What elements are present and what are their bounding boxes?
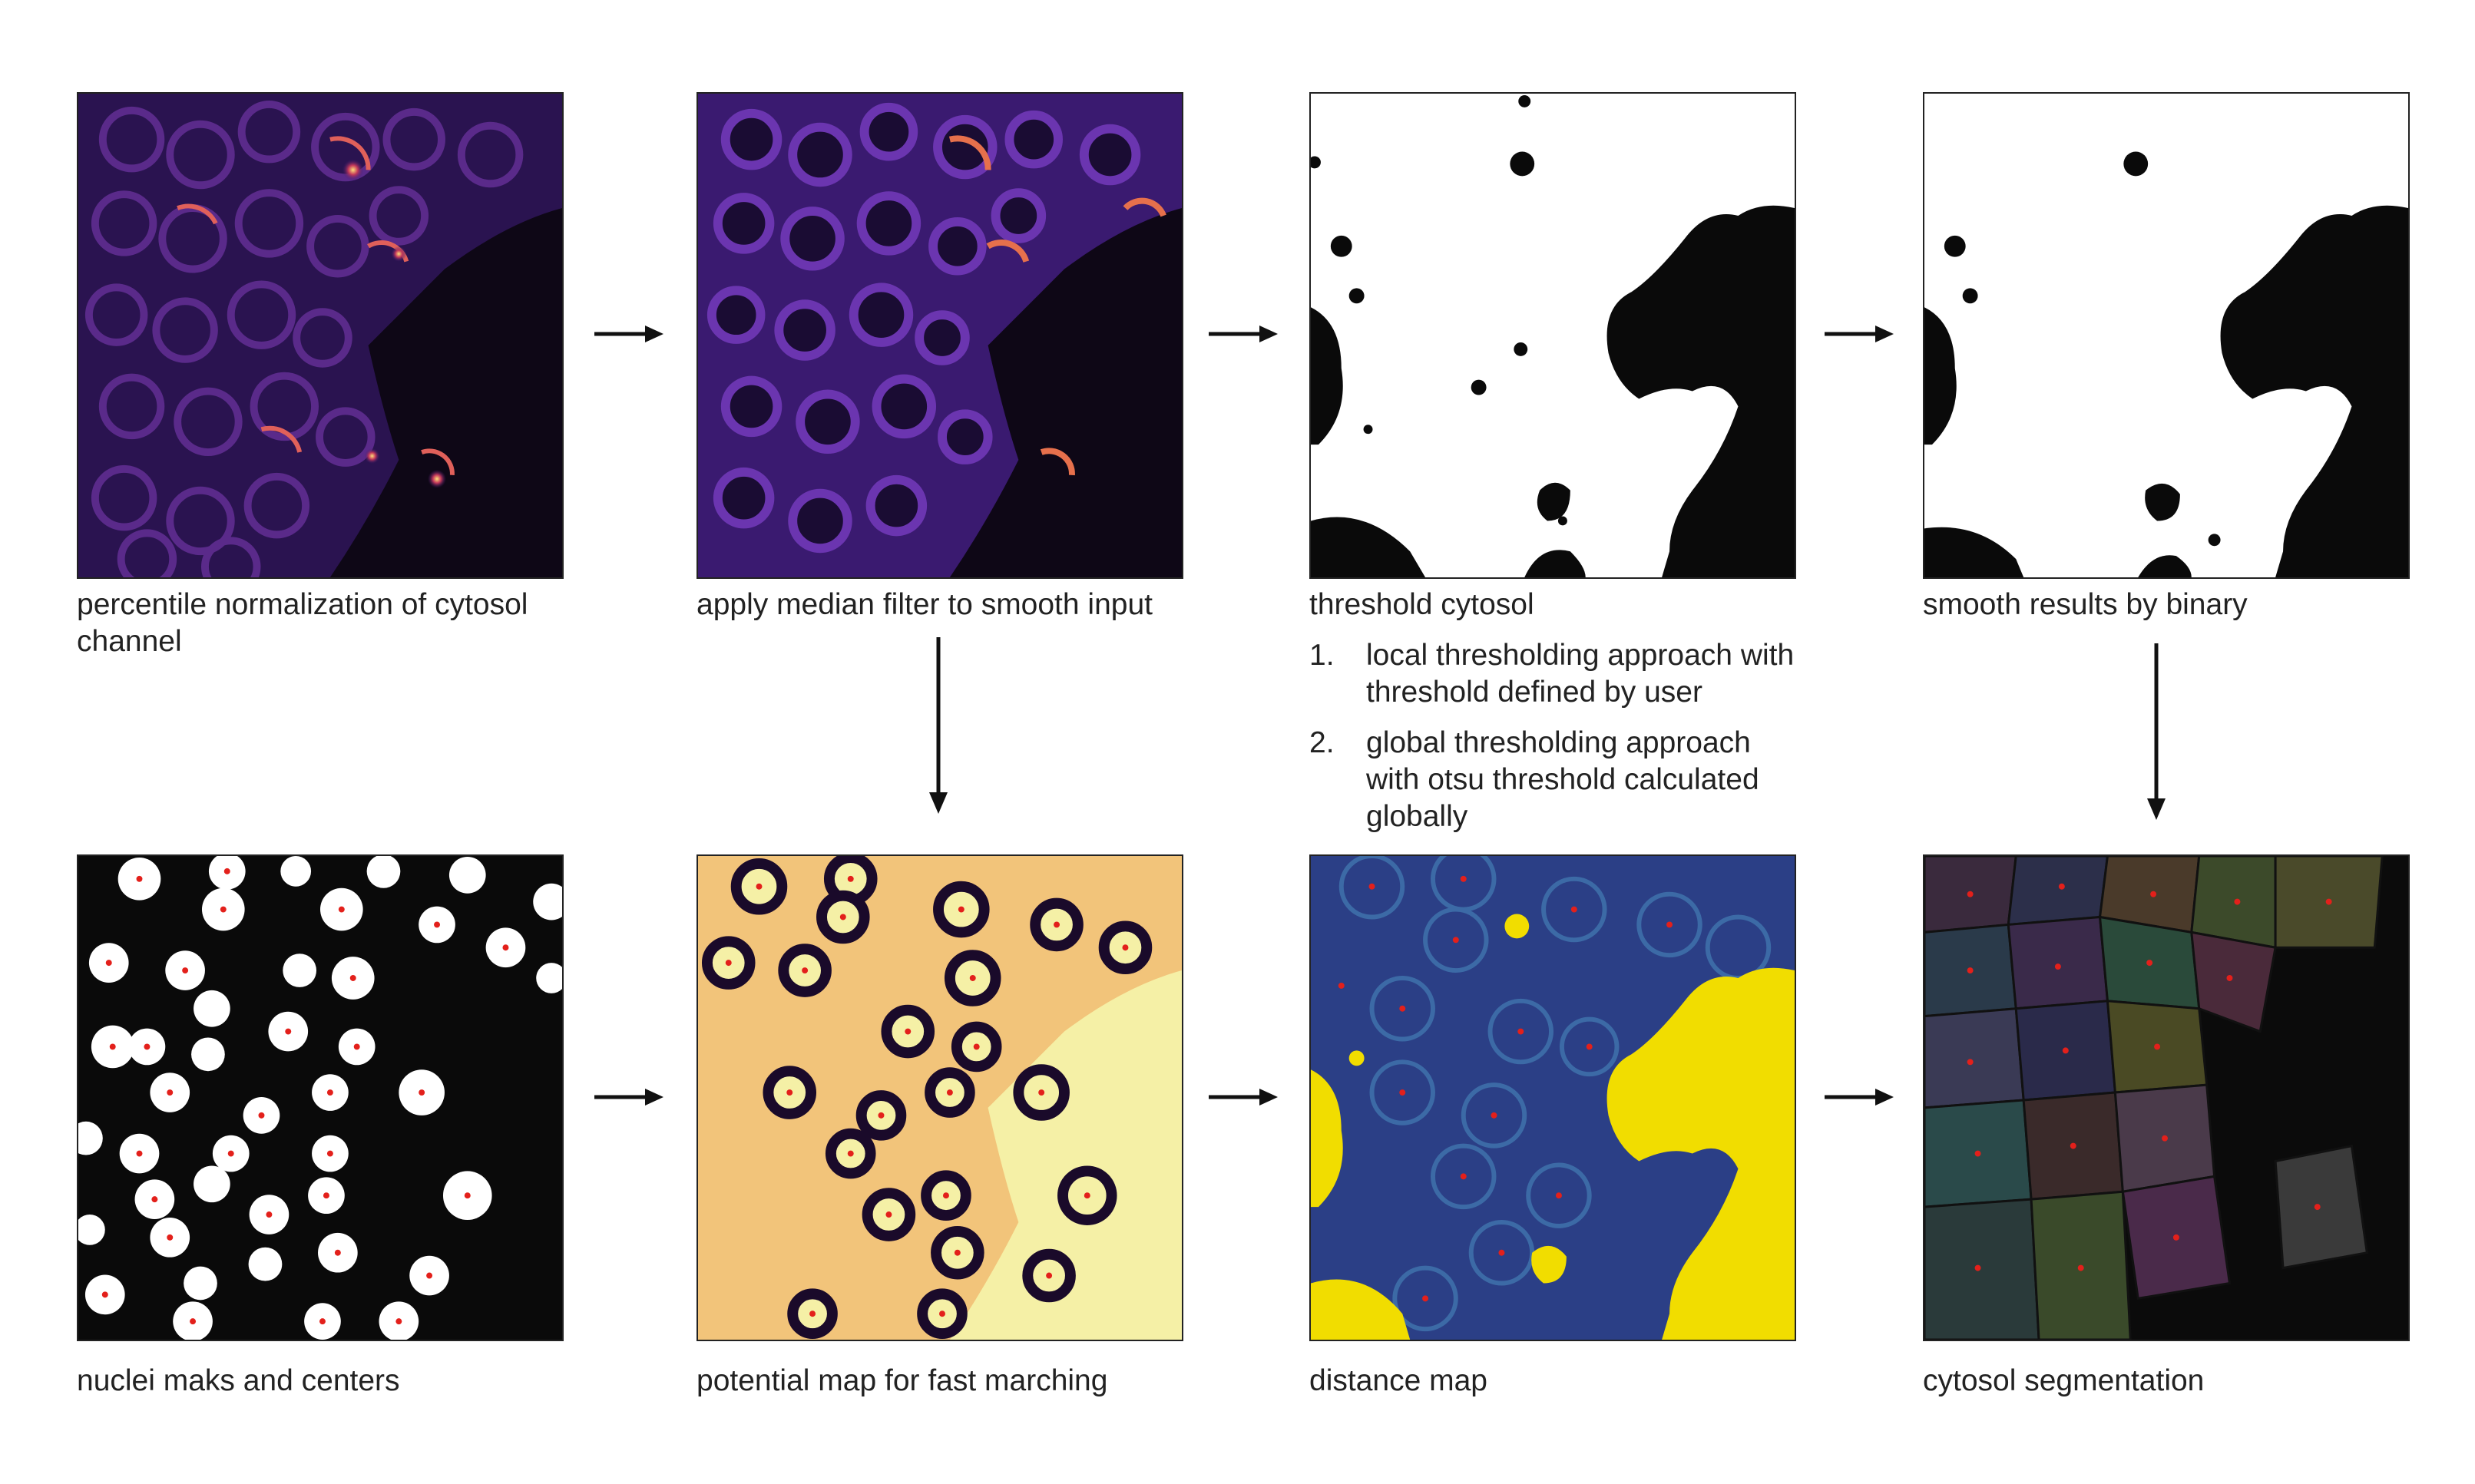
caption-median-filtered: apply median filter to smooth input bbox=[697, 588, 1153, 621]
option-number: 2. bbox=[1309, 726, 1335, 759]
caption-smooth-binary: smooth results by binary bbox=[1923, 588, 2248, 621]
threshold-cytosol-image bbox=[1311, 94, 1795, 577]
panel-threshold-cytosol bbox=[1309, 92, 1796, 579]
caption-cytosol-normalized: percentile normalization of cytosol chan… bbox=[77, 588, 528, 658]
panel-distance-map bbox=[1309, 854, 1796, 1341]
median-filtered-image bbox=[698, 94, 1182, 577]
smooth-binary-image bbox=[1924, 94, 2408, 577]
panel-potential-map bbox=[697, 854, 1183, 1341]
caption-potential-map: potential map for fast marching bbox=[697, 1364, 1108, 1397]
arrow-right-icon bbox=[594, 1089, 663, 1106]
caption-nuclei-mask: nuclei maks and centers bbox=[77, 1364, 400, 1397]
panel-cytosol-segmentation bbox=[1923, 854, 2410, 1341]
panel-cytosol-normalized bbox=[77, 92, 564, 579]
option-number: 1. bbox=[1309, 639, 1335, 672]
cytosol-segmentation-image bbox=[1924, 856, 2408, 1340]
arrow-right-icon bbox=[1825, 326, 1894, 342]
caption-distance-map: distance map bbox=[1309, 1364, 1487, 1397]
potential-map-image bbox=[698, 856, 1182, 1340]
arrow-down-icon bbox=[929, 637, 948, 814]
threshold-option: 2. global thresholding approach with ots… bbox=[1309, 725, 1801, 835]
panel-smooth-binary bbox=[1923, 92, 2410, 579]
panel-median-filtered bbox=[697, 92, 1183, 579]
cytosol-normalized-image bbox=[78, 94, 562, 577]
caption-threshold-cytosol: threshold cytosol bbox=[1309, 588, 1534, 621]
panel-nuclei-mask bbox=[77, 854, 564, 1341]
arrow-right-icon bbox=[1825, 1089, 1894, 1106]
option-text: global thresholding approach with otsu t… bbox=[1366, 726, 1759, 833]
threshold-option: 1. local thresholding approach with thre… bbox=[1309, 637, 1801, 711]
threshold-options-list: 1. local thresholding approach with thre… bbox=[1309, 637, 1801, 849]
distance-map-image bbox=[1311, 856, 1795, 1340]
caption-cytosol-segmentation: cytosol segmentation bbox=[1923, 1364, 2205, 1397]
option-text: local thresholding approach with thresho… bbox=[1366, 639, 1795, 709]
arrow-down-icon bbox=[2147, 643, 2166, 820]
arrow-right-icon bbox=[594, 326, 663, 342]
arrow-right-icon bbox=[1209, 1089, 1278, 1106]
arrow-right-icon bbox=[1209, 326, 1278, 342]
nuclei-mask-image bbox=[78, 856, 562, 1340]
